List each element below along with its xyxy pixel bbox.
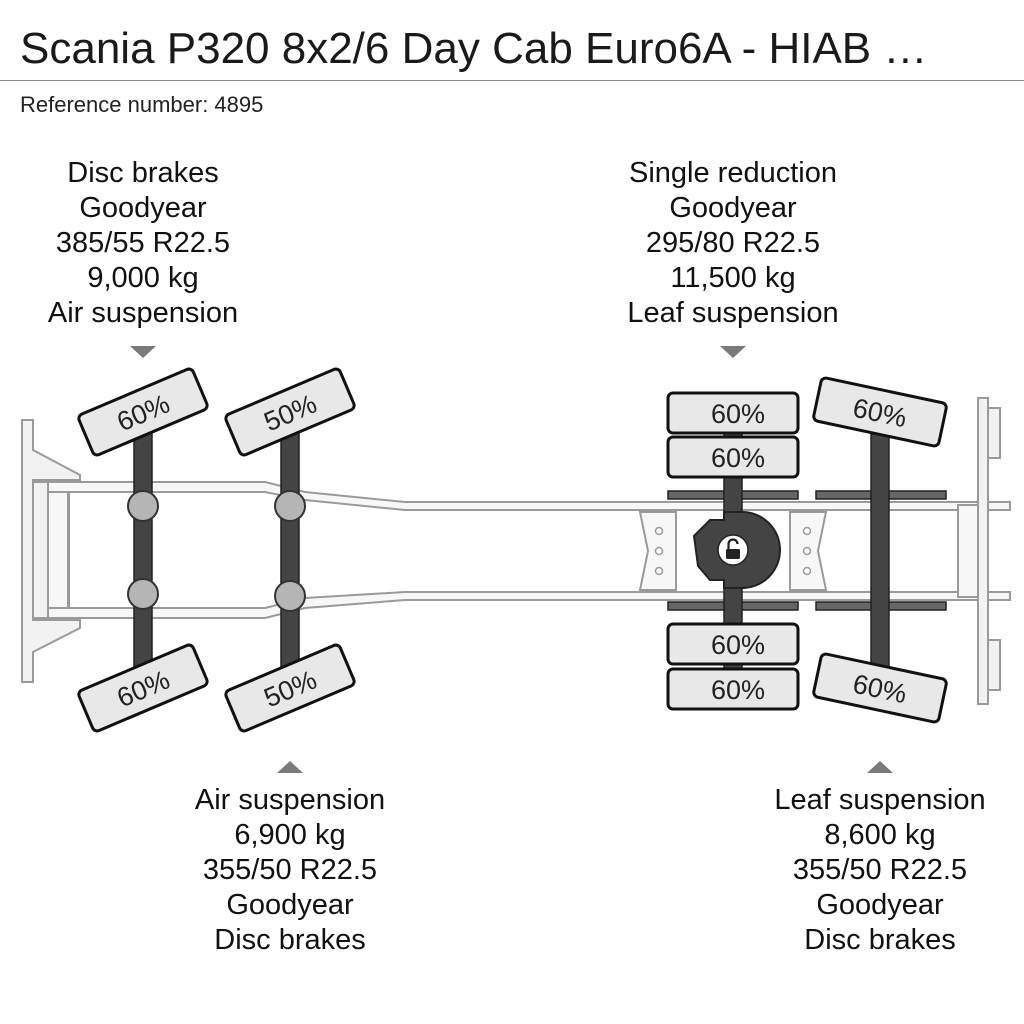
- spec-tyre-size: 355/50 R22.5: [792, 854, 968, 886]
- spec-tyre-size: 355/50 R22.5: [202, 854, 378, 886]
- spec-tyre-brand: Goodyear: [226, 889, 354, 921]
- hub: [274, 580, 306, 612]
- spec-suspension: Air suspension: [194, 784, 386, 816]
- tyre-axle1-bottom: 60%: [77, 643, 209, 733]
- tyre-axle3-top-inner: 60%: [666, 435, 800, 479]
- spec-reduction: Single reduction: [629, 157, 837, 189]
- tyre-axle1-top: 60%: [77, 367, 209, 457]
- spec-tyre-brand: Goodyear: [669, 192, 797, 224]
- tyre-axle3-bottom-outer: 60%: [666, 667, 800, 711]
- axle-4: 60% 60%: [812, 376, 948, 724]
- spec-brakes: Disc brakes: [804, 924, 956, 956]
- lock-icon: [717, 534, 749, 566]
- spec-tyre-brand: Goodyear: [816, 889, 944, 921]
- spec-suspension: Air suspension: [47, 297, 239, 329]
- axle-2: 50% 50%: [224, 367, 356, 733]
- spec-drive-axle: Single reduction Goodyear 295/80 R22.5 1…: [583, 156, 883, 331]
- tyre-axle4-top: 60%: [812, 376, 948, 448]
- spec-second-axle: Air suspension 6,900 kg 355/50 R22.5 Goo…: [140, 783, 440, 958]
- hub: [127, 490, 159, 522]
- tyre-axle4-bottom: 60%: [812, 652, 948, 724]
- axle-shaft: [870, 424, 890, 676]
- tyre-axle2-bottom: 50%: [224, 643, 356, 733]
- axle-3: 60% 60% 60% 60%: [666, 391, 800, 711]
- spec-suspension: Leaf suspension: [627, 297, 839, 329]
- spec-tyre-size: 385/55 R22.5: [55, 227, 231, 259]
- tyre-axle3-bottom-inner: 60%: [666, 622, 800, 666]
- spec-axle-load: 9,000 kg: [87, 262, 199, 294]
- title-divider: [0, 80, 1024, 81]
- spec-axle-load: 6,900 kg: [234, 819, 346, 851]
- rear-end-brackets: [977, 397, 1001, 705]
- spec-axle-load: 8,600 kg: [824, 819, 936, 851]
- spec-axle-load: 11,500 kg: [670, 262, 796, 294]
- pointer-arrow-second: [277, 761, 303, 773]
- tyre-wear-label: 60%: [711, 630, 765, 660]
- spec-suspension: Leaf suspension: [774, 784, 986, 816]
- tyre-wear-label: 60%: [711, 675, 765, 705]
- tyre-wear-label: 60%: [711, 399, 765, 429]
- reference-number: Reference number: 4895: [20, 92, 264, 117]
- pointer-arrow-front: [130, 346, 156, 358]
- axle-shaft: [133, 424, 153, 676]
- chassis-frame: [47, 481, 1011, 619]
- spec-brakes: Disc brakes: [214, 924, 366, 956]
- pointer-arrow-drive: [720, 346, 746, 358]
- hub: [274, 490, 306, 522]
- spec-tyre-brand: Goodyear: [79, 192, 207, 224]
- spec-tyre-size: 295/80 R22.5: [645, 227, 821, 259]
- axle-1: 60% 60%: [77, 367, 209, 733]
- spec-tag-axle: Leaf suspension 8,600 kg 355/50 R22.5 Go…: [730, 783, 1024, 958]
- hub: [127, 578, 159, 610]
- tyre-axle3-top-outer: 60%: [666, 391, 800, 435]
- spec-brakes: Disc brakes: [67, 157, 219, 189]
- pointer-arrow-tag: [867, 761, 893, 773]
- tyre-wear-label: 60%: [711, 443, 765, 473]
- crossmember-holes: [654, 526, 812, 576]
- axle-shaft: [280, 424, 300, 676]
- spec-front-axle: Disc brakes Goodyear 385/55 R22.5 9,000 …: [0, 156, 293, 331]
